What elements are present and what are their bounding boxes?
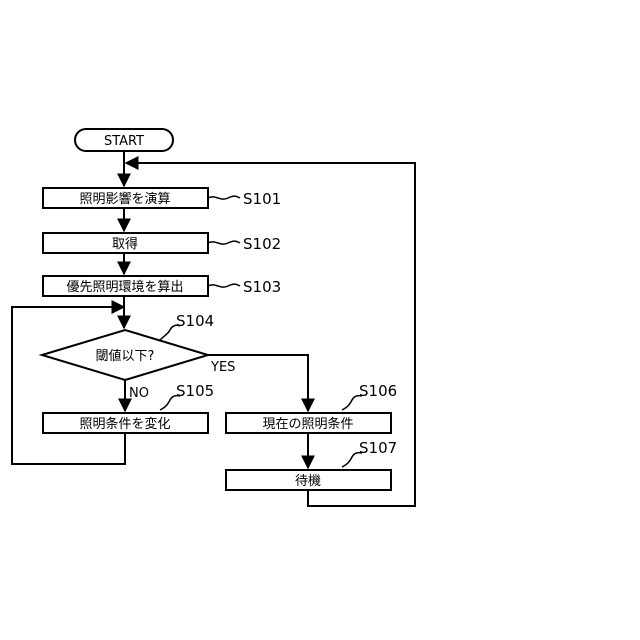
step-s102: 取得 S102: [43, 233, 281, 253]
decision-s104: 閾値以下? S104: [42, 312, 214, 380]
step-s106-text: 現在の照明条件: [262, 416, 353, 432]
step-s106-id: S106: [359, 382, 397, 400]
step-s101-text: 照明影響を演算: [79, 191, 170, 207]
step-s103-text: 優先照明環境を算出: [66, 280, 183, 295]
step-s107-id: S107: [359, 439, 397, 457]
step-s105-text: 照明条件を変化: [79, 416, 170, 432]
step-s102-leader: [208, 241, 240, 244]
step-s103: 優先照明環境を算出 S103: [43, 276, 281, 296]
step-s102-text: 取得: [112, 236, 138, 252]
step-s102-id: S102: [243, 235, 281, 253]
start-terminator: START: [75, 129, 173, 151]
start-label: START: [104, 134, 144, 149]
step-s103-leader: [208, 284, 240, 287]
step-s105-id: S105: [176, 382, 214, 400]
step-s101-id: S101: [243, 190, 281, 208]
step-s101: 照明影響を演算 S101: [43, 188, 281, 208]
yes-label: YES: [210, 360, 235, 375]
step-s107: 待機 S107: [226, 439, 397, 490]
step-s101-leader: [208, 196, 240, 199]
loop-s105-to-s104: [12, 307, 125, 464]
no-label: NO: [129, 386, 149, 401]
step-s103-id: S103: [243, 278, 281, 296]
decision-s104-id: S104: [176, 312, 214, 330]
step-s107-text: 待機: [295, 474, 321, 489]
decision-s104-text: 閾値以下?: [96, 348, 155, 364]
step-s106: 現在の照明条件 S106: [226, 382, 397, 433]
